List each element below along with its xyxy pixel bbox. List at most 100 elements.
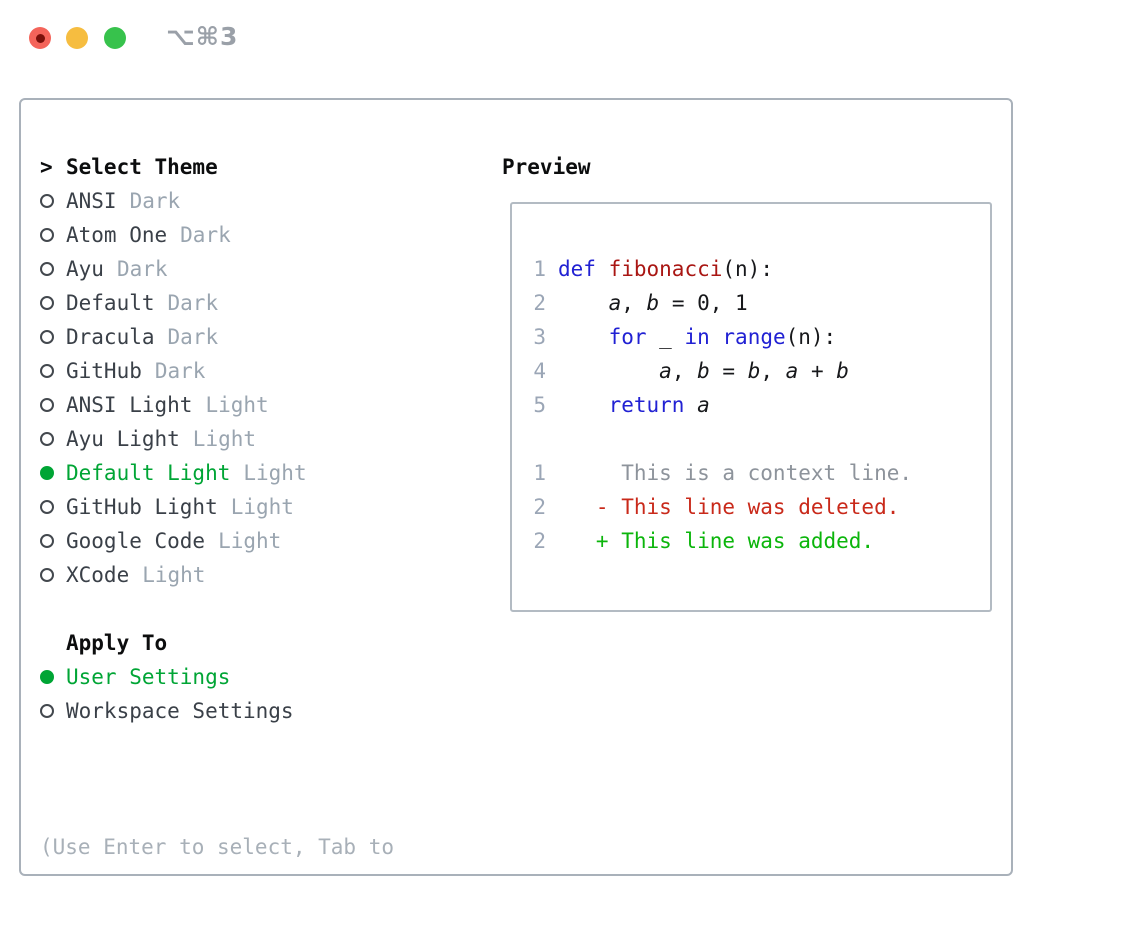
line-number: 1: [533, 461, 546, 485]
line-content: def fibonacci(n):: [558, 257, 773, 281]
theme-option[interactable]: GitHub Light Light: [40, 490, 394, 524]
select-theme-heading: > Select Theme: [40, 150, 394, 184]
spacer: [40, 592, 394, 626]
radio-icon: [40, 262, 54, 276]
radio-icon: [40, 704, 54, 718]
titlebar: ⌥⌘3: [0, 0, 1140, 98]
code-line: 5 return a: [532, 388, 990, 422]
option-variant-tag: Light: [192, 427, 257, 451]
apply-option[interactable]: User Settings: [40, 660, 394, 694]
option-variant-tag: Light: [142, 563, 206, 587]
diff-line: 2 + This line was added.: [532, 524, 990, 558]
option-label: GitHub Light: [66, 495, 218, 519]
option-variant-tag: Light: [218, 529, 282, 553]
option-label: Workspace Settings: [66, 699, 294, 723]
option-label: Ayu: [66, 257, 104, 281]
radio-icon: [40, 500, 54, 514]
diff-line: 1 This is a context line.: [532, 456, 990, 490]
apply-to-list: User Settings Workspace Settings: [40, 660, 394, 728]
option-label: Google Code: [66, 529, 206, 553]
line-content: for _ in range(n):: [608, 325, 837, 349]
radio-icon: [40, 466, 54, 480]
line-content: - This line was deleted.: [558, 495, 900, 519]
line-number: 3: [533, 325, 546, 349]
diff-line: 2 - This line was deleted.: [532, 490, 990, 524]
radio-icon: [40, 194, 54, 208]
theme-option[interactable]: Ayu Light Light: [40, 422, 394, 456]
radio-icon: [40, 228, 54, 242]
window-title: ⌥⌘3: [166, 22, 239, 51]
close-button[interactable]: [29, 27, 51, 49]
theme-option[interactable]: ANSI Dark: [40, 184, 394, 218]
theme-list: ANSI Dark Atom One Dark Ayu Dark Default…: [40, 184, 394, 592]
theme-option[interactable]: Ayu Dark: [40, 252, 394, 286]
radio-icon: [40, 432, 54, 446]
hint-line-1: (Use Enter to select, Tab to: [40, 835, 395, 859]
preview-heading: Preview: [502, 155, 591, 179]
theme-picker-panel: > Select Theme ANSI Dark Atom One Dark A…: [19, 98, 1013, 876]
option-label: Default: [66, 291, 155, 315]
radio-icon: [40, 670, 54, 684]
code-preview: 1 def fibonacci(n): 2 a, b = 0, 1 3 for …: [532, 252, 990, 422]
diff-preview: 1 This is a context line. 2 - This line …: [532, 456, 990, 558]
select-theme-heading-label: Select Theme: [66, 155, 218, 179]
apply-option[interactable]: Workspace Settings: [40, 694, 394, 728]
hint-text: (Use Enter to select, Tab to change focu…: [40, 762, 394, 934]
spacer: [40, 728, 394, 762]
option-variant-tag: Dark: [129, 189, 181, 213]
line-number: 2: [533, 495, 546, 519]
spacer: [532, 422, 990, 456]
zoom-button[interactable]: [104, 27, 126, 49]
radio-icon: [40, 330, 54, 344]
option-variant-tag: Dark: [154, 359, 206, 383]
option-variant-tag: Dark: [180, 223, 231, 247]
line-number: 2: [533, 529, 546, 553]
line-number: 1: [533, 257, 546, 281]
code-line: 2 a, b = 0, 1: [532, 286, 990, 320]
option-label: ANSI: [66, 189, 117, 213]
option-variant-tag: Light: [205, 393, 269, 417]
apply-to-heading-label: Apply To: [66, 631, 168, 655]
theme-option[interactable]: XCode Light: [40, 558, 394, 592]
radio-icon: [40, 568, 54, 582]
option-variant-tag: Dark: [167, 325, 219, 349]
code-line: 1 def fibonacci(n):: [532, 252, 990, 286]
prompt-icon: >: [40, 155, 53, 179]
option-label: GitHub: [66, 359, 142, 383]
theme-option[interactable]: GitHub Dark: [40, 354, 394, 388]
radio-icon: [40, 398, 54, 412]
option-label: ANSI Light: [66, 393, 193, 417]
option-label: Default Light: [66, 461, 231, 485]
line-content: a, b = 0, 1: [608, 291, 748, 315]
code-line: 4 a, b = b, a + b: [532, 354, 990, 388]
theme-option[interactable]: Atom One Dark: [40, 218, 394, 252]
code-line: 3 for _ in range(n):: [532, 320, 990, 354]
radio-icon: [40, 296, 54, 310]
apply-to-heading: Apply To: [40, 626, 394, 660]
line-content: + This line was added.: [558, 529, 875, 553]
preview-box: 1 def fibonacci(n): 2 a, b = 0, 1 3 for …: [510, 202, 992, 612]
option-variant-tag: Dark: [167, 291, 219, 315]
line-number: 5: [533, 393, 546, 417]
theme-option[interactable]: Default Light Light: [40, 456, 394, 490]
line-content: a, b = b, a + b: [659, 359, 849, 383]
option-variant-tag: Dark: [116, 257, 168, 281]
radio-icon: [40, 534, 54, 548]
option-label: User Settings: [66, 665, 231, 689]
line-content: This is a context line.: [558, 461, 913, 485]
line-number: 4: [533, 359, 546, 383]
option-variant-tag: Light: [243, 461, 307, 485]
option-label: Dracula: [66, 325, 155, 349]
theme-option[interactable]: Google Code Light: [40, 524, 394, 558]
theme-option[interactable]: ANSI Light Light: [40, 388, 394, 422]
theme-selector-column: > Select Theme ANSI Dark Atom One Dark A…: [40, 150, 394, 934]
option-label: XCode: [66, 563, 130, 587]
radio-icon: [40, 364, 54, 378]
modified-dot-icon: [35, 33, 45, 43]
line-content: return a: [608, 393, 710, 417]
theme-option[interactable]: Default Dark: [40, 286, 394, 320]
option-label: Ayu Light: [66, 427, 180, 451]
theme-option[interactable]: Dracula Dark: [40, 320, 394, 354]
minimize-button[interactable]: [66, 27, 88, 49]
